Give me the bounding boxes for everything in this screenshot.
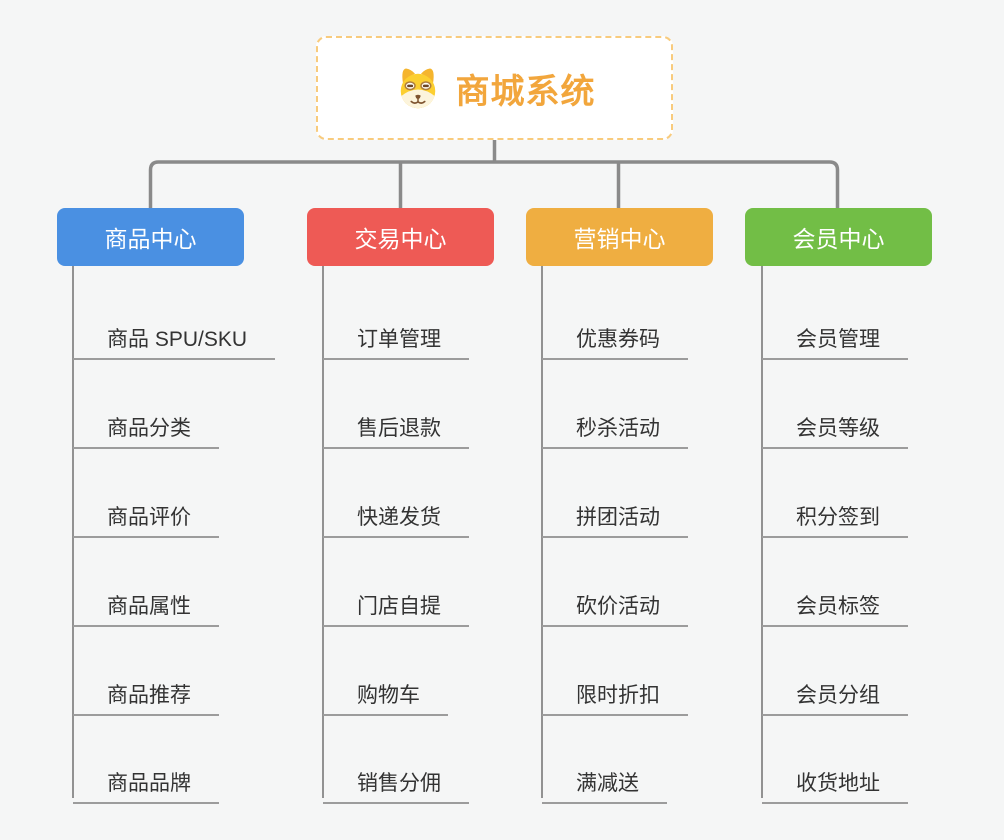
leaf-item[interactable]: 会员分组 (762, 669, 908, 716)
leaf-item[interactable]: 限时折扣 (542, 669, 688, 716)
leaf-item[interactable]: 秒杀活动 (542, 402, 688, 449)
branch-node-product-center[interactable]: 商品中心 (57, 208, 244, 266)
branch-rail-line (148, 160, 840, 208)
root-title: 商城系统 (455, 72, 596, 111)
branch-node-marketing-center[interactable]: 营销中心 (526, 208, 713, 266)
leaf-item[interactable]: 砍价活动 (542, 580, 688, 627)
root-node[interactable]: 商城系统 (316, 36, 673, 140)
leaf-item[interactable]: 购物车 (323, 669, 448, 716)
leaf-item[interactable]: 会员等级 (762, 402, 908, 449)
leaf-item[interactable]: 满减送 (542, 757, 667, 804)
leaf-item[interactable]: 售后退款 (323, 402, 469, 449)
leaf-item[interactable]: 商品分类 (73, 402, 219, 449)
leaf-item[interactable]: 商品品牌 (73, 757, 219, 804)
leaf-item[interactable]: 拼团活动 (542, 491, 688, 538)
dog-icon (400, 68, 435, 109)
branch-node-member-center[interactable]: 会员中心 (745, 208, 932, 266)
leaf-item[interactable]: 订单管理 (323, 313, 469, 360)
leaf-item[interactable]: 商品评价 (73, 491, 219, 538)
leaf-item[interactable]: 商品 SPU/SKU (73, 313, 276, 360)
leaf-item[interactable]: 积分签到 (762, 491, 908, 538)
leaf-item[interactable]: 商品属性 (73, 580, 219, 627)
leaf-item[interactable]: 快递发货 (323, 491, 469, 538)
leaf-item[interactable]: 销售分佣 (323, 757, 469, 804)
leaf-item[interactable]: 会员标签 (762, 580, 908, 627)
branch-node-trade-center[interactable]: 交易中心 (307, 208, 494, 266)
leaf-item[interactable]: 优惠券码 (542, 313, 688, 360)
leaf-item[interactable]: 收货地址 (762, 757, 908, 804)
leaf-item[interactable]: 会员管理 (762, 313, 908, 360)
leaf-item[interactable]: 商品推荐 (73, 669, 219, 716)
leaf-item[interactable]: 门店自提 (323, 580, 469, 627)
